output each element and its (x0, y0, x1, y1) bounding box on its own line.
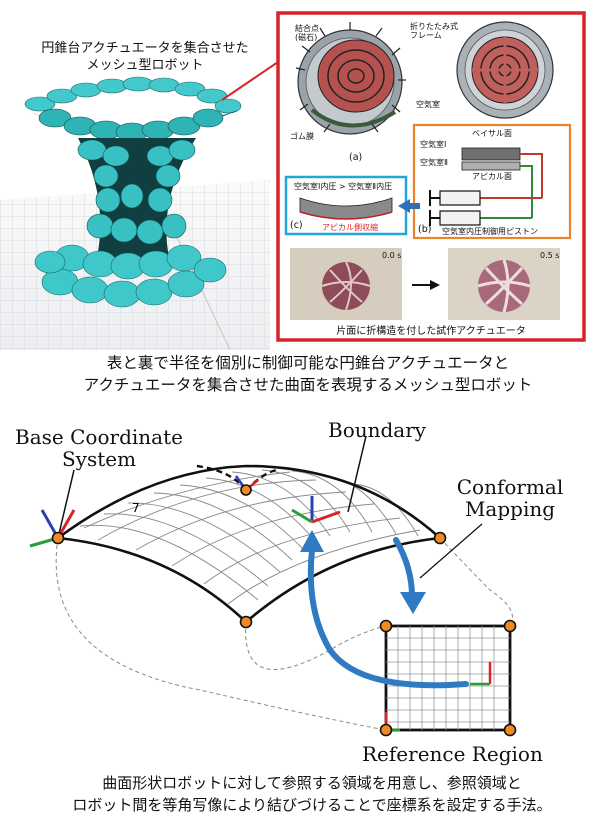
panel-b-basal: ベイサル面 (472, 129, 512, 138)
photo-caption: 片面に折構造を付した試作アクチュエータ (278, 322, 584, 337)
callout-air: 空気室 (416, 100, 440, 109)
callout-joint: 結合点 (磁石) (295, 24, 319, 42)
boundary-label: Boundary (328, 418, 426, 442)
bottom-caption-line-2: ロボット間を等角写像により結びづけることで座標系を設定する手法。 (8, 794, 616, 816)
panel-c-shrink: アピカル側収縮 (322, 223, 378, 232)
callout-frame-line-2: フレーム (410, 31, 458, 40)
photo-time-left: 0.0 s (382, 251, 401, 260)
photo-time-right: 0.5 s (540, 251, 559, 260)
panel-a-actuator-right (457, 22, 553, 118)
conformal-mapping-label: Conformal Mapping (450, 476, 570, 520)
conformal-line-1: Conformal (450, 476, 570, 498)
reference-grid (386, 626, 510, 730)
panel-b-chamber2: 空気室Ⅱ (420, 158, 448, 167)
callout-joint-line-1: 結合点 (295, 24, 319, 33)
callout-frame-line-1: 折りたたみ式 (410, 22, 458, 31)
base-coordinate-line-1: Base Coordinate (4, 426, 194, 448)
bottom-caption-line-1: 曲面形状ロボットに対して参照する領域を用意し、参照領域と (8, 772, 616, 794)
panel-a-tag: (a) (349, 152, 362, 163)
robot-label-line-1: 円錐台アクチュエータを集合させた (20, 40, 270, 57)
conformal-line-2: Mapping (450, 498, 570, 520)
callout-frame: 折りたたみ式 フレーム (410, 22, 458, 40)
panel-c-tag: (c) (290, 220, 303, 231)
svg-text:7: 7 (132, 501, 140, 515)
bottom-caption: 曲面形状ロボットに対して参照する領域を用意し、参照領域と ロボット間を等角写像に… (8, 772, 616, 816)
base-coordinate-line-2: System (4, 448, 194, 470)
base-coordinate-label: Base Coordinate System (4, 426, 194, 470)
robot-label: 円錐台アクチュエータを集合させた メッシュ型ロボット (20, 40, 270, 74)
panel-b-tag: (b) (418, 224, 431, 235)
panel-b-piston: 空気室内圧制御用ピストン (442, 227, 538, 236)
panel-c-pressure: 空気室Ⅰ内圧 > 空気室Ⅱ内圧 (294, 182, 392, 191)
panel-b-apical: アピカル面 (472, 172, 512, 181)
reference-region-label: Reference Region (362, 742, 543, 766)
top-caption: 表と裏で半径を個別に制御可能な円錐台アクチュエータと アクチュエータを集合させた… (0, 352, 616, 396)
callout-rubber: ゴム膜 (290, 132, 314, 141)
top-caption-line-2: アクチュエータを集合させた曲面を表現するメッシュ型ロボット (0, 374, 616, 396)
callout-joint-line-2: (磁石) (295, 33, 319, 42)
robot-label-line-2: メッシュ型ロボット (20, 57, 270, 74)
panel-b-chamber1: 空気室Ⅰ (420, 140, 446, 149)
top-caption-line-1: 表と裏で半径を個別に制御可能な円錐台アクチュエータと (0, 352, 616, 374)
